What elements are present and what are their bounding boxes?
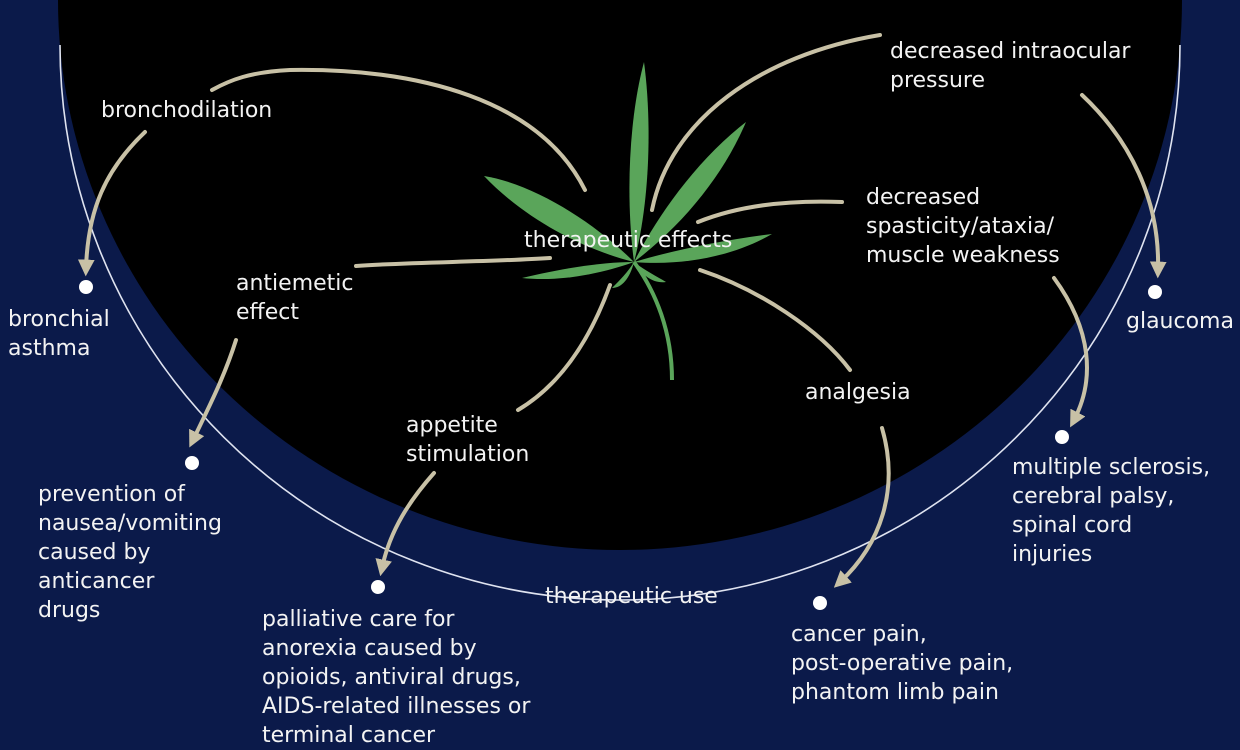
connector-bronchodilation [210, 67, 587, 192]
use-line: terminal cancer [262, 723, 436, 748]
use-line: cancer pain, [791, 622, 927, 647]
effect-bronchodilation: bronchodilation [101, 96, 272, 125]
use-line: bronchial [8, 307, 110, 332]
dot-prevention-nausea [185, 456, 199, 470]
use-line: post-operative pain, [791, 651, 1014, 676]
ring-label: therapeutic use [545, 584, 718, 609]
use-line: prevention of [38, 482, 185, 507]
connector-appetite [516, 283, 612, 412]
use-prevention-nausea: prevention of nausea/vomiting caused by … [38, 480, 222, 625]
use-line: palliative care for [262, 607, 455, 632]
effect-line: antiemetic [236, 271, 354, 296]
use-line: asthma [8, 336, 91, 361]
use-bronchial-asthma: bronchial asthma [8, 305, 110, 363]
use-line: AIDS-related illnesses or [262, 694, 531, 719]
use-line: caused by [38, 540, 151, 565]
inner-dark-area [58, 0, 1182, 550]
arrow-to-prevention-nausea [189, 338, 238, 448]
use-line: anticancer [38, 569, 155, 594]
connectors [77, 33, 1167, 588]
use-line: injuries [1012, 542, 1093, 567]
effect-antiemetic: antiemetic effect [236, 269, 354, 327]
use-line: anorexia caused by [262, 636, 477, 661]
effect-line: stimulation [406, 442, 530, 467]
effect-line: bronchodilation [101, 98, 273, 123]
effect-line: spasticity/ataxia/ [866, 214, 1054, 239]
use-line: cerebral palsy, [1012, 484, 1175, 509]
use-line: glaucoma [1126, 309, 1234, 334]
use-line: nausea/vomiting [38, 511, 222, 536]
effect-line: appetite [406, 413, 498, 438]
arrow-to-multiple-sclerosis [1052, 276, 1089, 428]
use-line: opioids, antiviral drugs, [262, 665, 521, 690]
connector-intraocular [650, 33, 882, 212]
dot-glaucoma [1148, 285, 1162, 299]
use-palliative-care: palliative care for anorexia caused by o… [262, 605, 530, 750]
cannabis-leaf-icon [484, 62, 772, 381]
arrow-to-palliative-care [375, 471, 436, 577]
effect-line: muscle weakness [866, 243, 1060, 268]
center-label: therapeutic effects [524, 228, 733, 253]
arrow-to-cancer-pain [833, 426, 891, 588]
use-line: multiple sclerosis, [1012, 455, 1211, 480]
arrow-to-glaucoma [1080, 93, 1167, 279]
use-line: spinal cord [1012, 513, 1133, 538]
dot-palliative-care [371, 580, 385, 594]
effect-appetite: appetite stimulation [406, 411, 529, 469]
dot-multiple-sclerosis [1055, 430, 1069, 444]
effect-spasticity: decreased spasticity/ataxia/ muscle weak… [866, 183, 1060, 270]
use-glaucoma: glaucoma [1126, 307, 1234, 336]
use-multiple-sclerosis: multiple sclerosis, cerebral palsy, spin… [1012, 453, 1210, 569]
dot-cancer-pain [813, 596, 827, 610]
use-cancer-pain: cancer pain, post-operative pain, phanto… [791, 620, 1013, 707]
effect-line: effect [236, 300, 299, 325]
use-dots [79, 280, 1162, 610]
effect-line: pressure [890, 68, 986, 93]
effect-line: decreased intraocular [890, 39, 1131, 64]
effect-analgesia: analgesia [805, 378, 911, 407]
connector-antiemetic [354, 256, 552, 268]
outer-ring [59, 44, 1181, 601]
effect-line: analgesia [805, 380, 911, 405]
connector-analgesia [698, 268, 852, 372]
use-line: drugs [38, 598, 101, 623]
use-line: phantom limb pain [791, 680, 999, 705]
effect-line: decreased [866, 185, 981, 210]
effect-intraocular: decreased intraocular pressure [890, 37, 1130, 95]
connector-spasticity [696, 199, 844, 224]
dot-bronchial-asthma [79, 280, 93, 294]
arrow-to-bronchial-asthma [77, 130, 147, 277]
